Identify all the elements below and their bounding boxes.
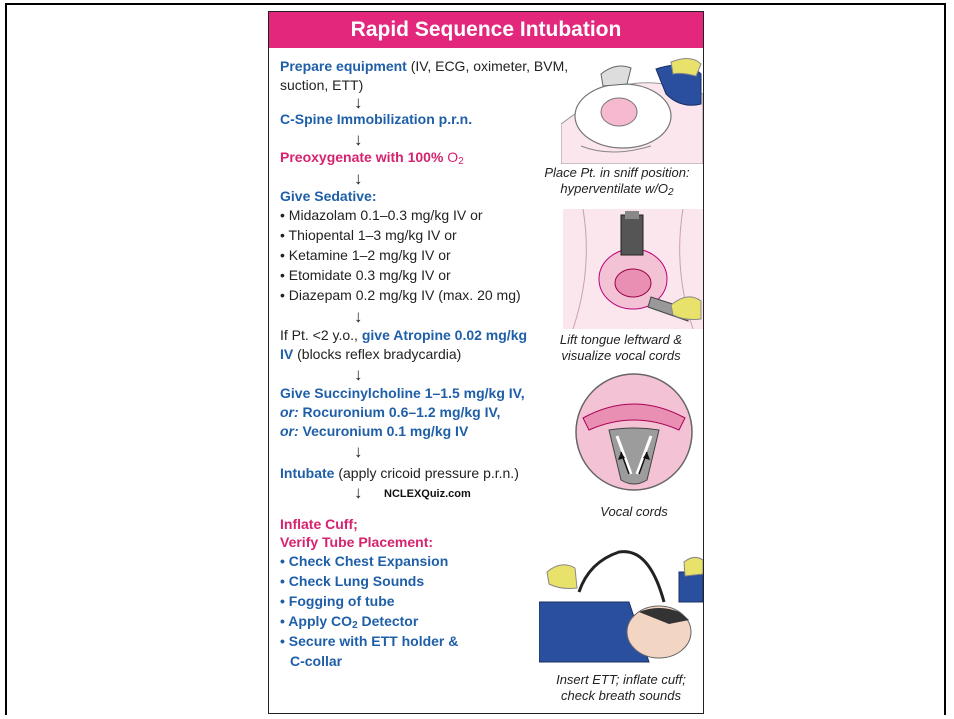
verify-placement: Verify Tube Placement: — [280, 533, 433, 552]
step-atropine-line2: IV (blocks reflex bradycardia) — [280, 345, 570, 364]
inflate-cuff: Inflate Cuff; — [280, 515, 358, 534]
o2-subscript: 2 — [458, 156, 464, 167]
sedative-item: Ketamine 1–2 mg/kg IV or — [280, 246, 451, 265]
caption-vocal-cords: Vocal cords — [569, 504, 699, 520]
sniff-position-illustration — [561, 54, 703, 164]
sedative-item: Diazepam 0.2 mg/kg IV (max. 20 mg) — [280, 286, 521, 305]
intubate-detail: (apply cricoid pressure p.r.n.) — [334, 465, 518, 481]
flow-arrow: ↓ — [354, 308, 363, 325]
caption-subscript: 2 — [668, 187, 674, 198]
or-label: or: — [280, 423, 299, 439]
preoxygenate-label: Preoxygenate with 100% — [280, 149, 447, 165]
flow-arrow: ↓ — [354, 443, 363, 460]
caption-text: hyperventilate w/O — [560, 181, 668, 196]
rocuronium-dose: Rocuronium 0.6–1.2 mg/kg IV, — [299, 404, 501, 420]
atropine-dose: give Atropine 0.02 mg/kg — [362, 327, 527, 343]
step-atropine: If Pt. <2 y.o., give Atropine 0.02 mg/kg — [280, 326, 565, 345]
flow-arrow: ↓ — [354, 170, 363, 187]
atropine-condition: If Pt. <2 y.o., — [280, 327, 362, 343]
verify-item: Check Chest Expansion — [280, 552, 448, 571]
paralytic-succinylcholine: Give Succinylcholine 1–1.5 mg/kg IV, — [280, 384, 525, 403]
atropine-route: IV — [280, 346, 293, 362]
caption-sniff-position: Place Pt. in sniff position: hyperventil… — [531, 165, 703, 197]
caption-line: visualize vocal cords — [539, 348, 703, 364]
paralytic-rocuronium: or: Rocuronium 0.6–1.2 mg/kg IV, — [280, 403, 500, 422]
sedative-item: Thiopental 1–3 mg/kg IV or — [280, 226, 457, 245]
verify-item: Secure with ETT holder & — [280, 632, 458, 651]
flow-arrow: ↓ — [354, 94, 363, 111]
caption-line: Insert ETT; inflate cuff; — [539, 672, 703, 688]
sedative-item: Midazolam 0.1–0.3 mg/kg IV or — [280, 206, 483, 225]
caption-insert-ett: Insert ETT; inflate cuff; check breath s… — [539, 672, 703, 704]
verify-item-co2: Apply CO2 Detector — [280, 612, 418, 631]
insert-ett-illustration — [539, 532, 703, 672]
vecuronium-dose: Vecuronium 0.1 mg/kg IV — [299, 423, 469, 439]
caption-line: hyperventilate w/O2 — [531, 181, 703, 197]
vocal-cords-illustration — [569, 370, 699, 495]
flow-arrow: ↓ — [354, 484, 363, 501]
intubate-label: Intubate — [280, 465, 334, 481]
step-prepare-equipment: Prepare equipment (IV, ECG, oximeter, BV… — [280, 57, 570, 95]
flow-arrow: ↓ — [354, 131, 363, 148]
verify-item: Fogging of tube — [280, 592, 395, 611]
caption-lift-tongue: Lift tongue leftward & visualize vocal c… — [539, 332, 703, 364]
atropine-reason: (blocks reflex bradycardia) — [293, 346, 461, 362]
step-preoxygenate: Preoxygenate with 100% O2 — [280, 148, 464, 167]
sedative-heading: Give Sedative: — [280, 187, 377, 206]
watermark: NCLEXQuiz.com — [384, 488, 471, 500]
co2-label: Apply CO — [288, 613, 352, 629]
laryngoscope-illustration — [563, 209, 703, 329]
co2-detector-label: Detector — [358, 613, 419, 629]
step-cspine: C-Spine Immobilization p.r.n. — [280, 110, 472, 129]
step-intubate: Intubate (apply cricoid pressure p.r.n.) — [280, 464, 519, 483]
caption-line: Place Pt. in sniff position: — [531, 165, 703, 181]
prepare-equipment-label: Prepare equipment — [280, 58, 407, 74]
flow-arrow: ↓ — [354, 366, 363, 383]
sedative-item: Etomidate 0.3 mg/kg IV or — [280, 266, 451, 285]
card-title: Rapid Sequence Intubation — [269, 12, 703, 48]
o2-symbol: O — [447, 149, 458, 165]
rsi-card: Rapid Sequence Intubation Prepare equipm… — [268, 11, 704, 714]
verify-item-continued: C-collar — [290, 652, 342, 671]
caption-line: check breath sounds — [539, 688, 703, 704]
or-label: or: — [280, 404, 299, 420]
verify-item: Check Lung Sounds — [280, 572, 424, 591]
caption-line: Lift tongue leftward & — [539, 332, 703, 348]
paralytic-vecuronium: or: Vecuronium 0.1 mg/kg IV — [280, 422, 468, 441]
